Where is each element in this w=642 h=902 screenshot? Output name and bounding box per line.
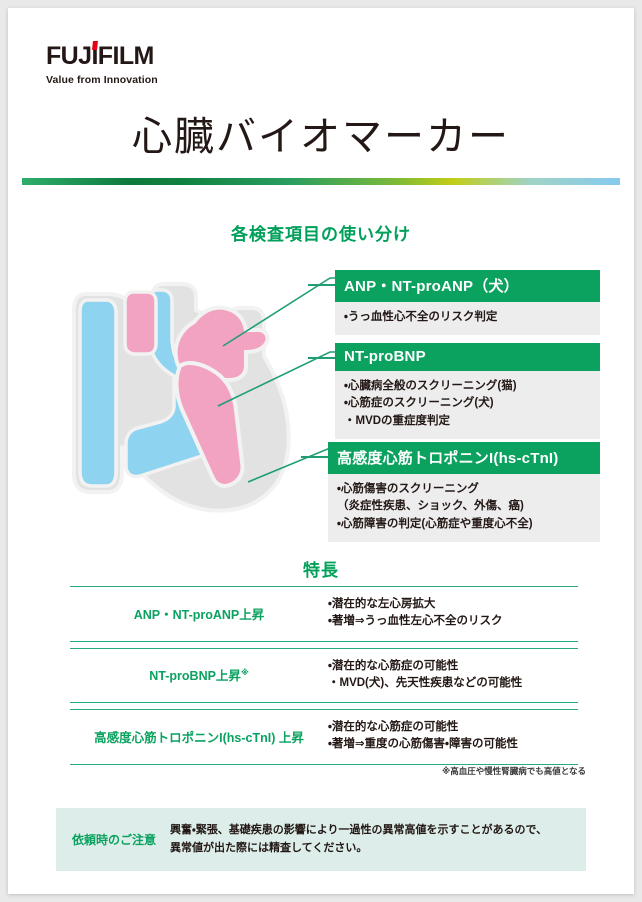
logo-text-part1: FUJ: [46, 42, 92, 70]
document-page: FUJIFILM Value from Innovation 心臓バイオマーカー…: [8, 8, 634, 894]
table-row: 高感度心筋トロポニンI(hs-cTnI) 上昇 ・潜在的な心筋症の可能性 ・著増…: [70, 709, 578, 765]
callout-anp-body: ・うっ血性心不全のリスク判定: [335, 302, 600, 336]
leader-line-anp: [222, 277, 338, 347]
caution-line: 異常値が出た際には精査してください。: [170, 842, 368, 855]
features-section-heading: 特長: [303, 561, 339, 580]
caution-label: 依頼時のご注意: [72, 832, 157, 847]
table-row-values: ・潜在的な左心房拡大 ・著増⇒うっ血性左心不全のリスク: [328, 596, 578, 631]
features-table-footnote: ※高血圧や慢性腎臓病でも高値となる: [441, 766, 586, 776]
callout-ntprobnp-body: ・心臓病全般のスクリーニング(猫) ・心筋症のスクリーニング(犬) ・MVDの重…: [335, 371, 600, 439]
logo-i-accent-icon: I: [91, 42, 98, 70]
callout-item: ・うっ血性心不全のリスク判定: [344, 311, 498, 323]
table-row-values: ・潜在的な心筋症の可能性 ・MVD(犬)、先天性疾患などの可能性: [328, 658, 578, 693]
table-row-label-mark: ※: [240, 668, 249, 678]
table-cell-value: ・著増⇒うっ血性左心不全のリスク: [328, 615, 503, 628]
table-cell-value: ・著増⇒重度の心筋傷害・障害の可能性: [328, 738, 518, 751]
callout-ntprobnp: NT-proBNP ・心臓病全般のスクリーニング(猫) ・心筋症のスクリーニング…: [335, 343, 600, 439]
table-row-label-text: ANP・NT-proANP上昇: [133, 607, 265, 622]
heart-anatomy-diagram: [68, 260, 338, 525]
heart-arterial-region: [123, 290, 270, 488]
page-title: 心臓バイオマーカー: [132, 115, 510, 159]
callout-item: ・心筋症のスクリーニング(犬): [344, 397, 494, 410]
callout-item: ・心臓病全般のスクリーニング(猫): [344, 380, 517, 392]
callout-anp-title: ANP・NT-proANP（犬）: [335, 270, 600, 302]
callout-ntprobnp-title: NT-proBNP: [335, 343, 600, 371]
caution-text: 興奮・緊張、基礎疾患の影響により一過性の異常高値を示すことがあるので、 異常値が…: [170, 821, 547, 857]
table-row: NT-proBNP上昇※ ・潜在的な心筋症の可能性 ・MVD(犬)、先天性疾患な…: [70, 647, 578, 703]
callout-item: ・MVDの重症度判定: [344, 414, 451, 427]
table-row-label: NT-proBNP上昇※: [70, 665, 328, 684]
table-cell-value: ・MVD(犬)、先天性疾患などの可能性: [328, 676, 523, 689]
features-table: ANP・NT-proANP上昇 ・潜在的な左心房拡大 ・著増⇒うっ血性左心不全の…: [70, 586, 578, 771]
caution-line: 興奮・緊張、基礎疾患の影響により一過性の異常高値を示すことがあるので、: [170, 824, 548, 836]
table-cell-value: ・潜在的な心筋症の可能性: [328, 659, 459, 672]
caution-note: 依頼時のご注意 興奮・緊張、基礎疾患の影響により一過性の異常高値を示すことがある…: [56, 808, 586, 872]
connector-stub-troponin: [301, 456, 331, 458]
table-row-label-text: NT-proBNP上昇: [149, 669, 241, 684]
usage-section-heading: 各検査項目の使い分け: [231, 225, 411, 244]
callout-item: ・心筋傷害のスクリーニング: [337, 483, 479, 495]
callout-troponin-body: ・心筋傷害のスクリーニング （炎症性疾患、ショック、外傷、癌) ・心筋障害の判定…: [328, 474, 600, 542]
callout-item: ・心筋障害の判定(心筋症や重度心不全): [337, 517, 533, 530]
table-row-label: 高感度心筋トロポニンI(hs-cTnI) 上昇: [70, 727, 328, 746]
table-row-label: ANP・NT-proANP上昇: [70, 604, 328, 623]
callout-troponin: 高感度心筋トロポニンI(hs-cTnI) ・心筋傷害のスクリーニング （炎症性疾…: [328, 442, 600, 542]
logo-tagline: Value from Innovation: [46, 74, 158, 86]
table-row-label-text: 高感度心筋トロポニンI(hs-cTnI) 上昇: [94, 730, 304, 745]
logo-text-part2: FILM: [97, 42, 155, 70]
logo-wordmark: FUJIFILM: [46, 44, 158, 69]
callout-anp: ANP・NT-proANP（犬） ・うっ血性心不全のリスク判定: [335, 270, 600, 336]
callout-item: （炎症性疾患、ショック、外傷、癌): [337, 500, 524, 513]
table-cell-value: ・潜在的な心筋症の可能性: [328, 721, 459, 733]
table-row: ANP・NT-proANP上昇 ・潜在的な左心房拡大 ・著増⇒うっ血性左心不全の…: [70, 586, 578, 642]
callout-troponin-title: 高感度心筋トロポニンI(hs-cTnI): [328, 442, 600, 474]
connector-stub-anp: [308, 284, 338, 286]
leader-line-ntprobnp: [217, 351, 338, 407]
table-row-values: ・潜在的な心筋症の可能性 ・著増⇒重度の心筋傷害・障害の可能性: [328, 719, 578, 754]
table-cell-value: ・潜在的な左心房拡大: [328, 598, 436, 610]
connector-stub-ntprobnp: [308, 357, 338, 359]
fujifilm-logo: FUJIFILM Value from Innovation: [46, 44, 158, 87]
gradient-divider: [22, 178, 620, 185]
